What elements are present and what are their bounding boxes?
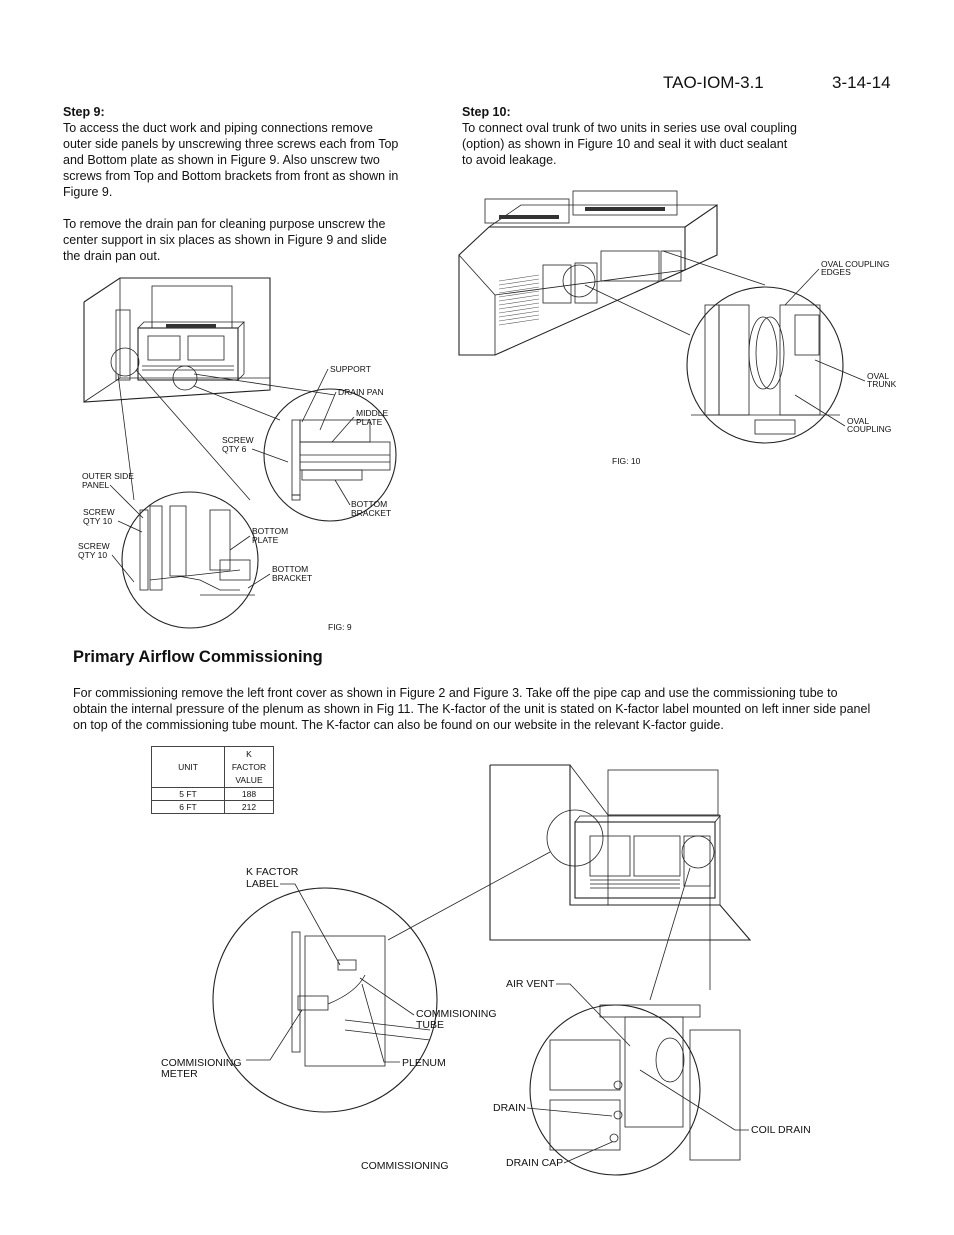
doc-id: TAO-IOM-3.1	[663, 73, 764, 92]
fig11-labels: K FACTOR LABEL COMMISIONING TUBE PLENUM …	[161, 866, 811, 1172]
fig9-label-middle: MIDDLE	[356, 408, 388, 418]
step9-para1: To access the duct work and piping conne…	[63, 121, 399, 199]
figure-10: OVAL COUPLING EDGES OVAL TRUNK OVAL COUP…	[455, 185, 905, 475]
fig9-detail-circle-right	[263, 388, 397, 522]
figure-9: SUPPORT DRAIN PAN MIDDLE PLATE SCREW QTY…	[70, 270, 410, 640]
fig11-label-drain-cap: DRAIN CAP	[506, 1157, 563, 1169]
step9-block: Step 9: To access the duct work and pipi…	[63, 104, 403, 264]
fig10-callout	[562, 264, 596, 298]
fig10-label-coupling: COUPLING	[847, 424, 891, 434]
fig9-caption: FIG: 9	[328, 622, 352, 632]
fig11-label-plenum: PLENUM	[402, 1057, 446, 1069]
kfactor-row-value: 212	[224, 800, 274, 814]
fig11-label-k-factor: K FACTOR	[246, 866, 299, 878]
fig10-labels: OVAL COUPLING EDGES OVAL TRUNK OVAL COUP…	[612, 259, 897, 466]
step9-para2: To remove the drain pan for cleaning pur…	[63, 217, 387, 263]
section-paragraph: For commissioning remove the left front …	[73, 686, 871, 732]
fig9-label-bracket-c: BRACKET	[272, 573, 312, 583]
fig11-detail-circle-right	[529, 1004, 741, 1176]
fig10-label-trunk: TRUNK	[867, 379, 897, 389]
kfactor-col-k2: VALUE	[235, 774, 263, 785]
fig9-label-plate-b: PLATE	[252, 535, 279, 545]
fig10-label-oval-coupling-edges-1: OVAL COUPLING	[821, 259, 890, 269]
fig9-label-support: SUPPORT	[330, 364, 371, 374]
fig9-label-qty10-b: QTY 10	[78, 550, 107, 560]
fig9-unit	[115, 309, 245, 381]
fig11-label-meter-1: COMMISIONING	[161, 1057, 242, 1069]
fig9-room-outline	[83, 277, 271, 403]
fig11-room	[489, 764, 752, 941]
table-row: 5 FT 188	[151, 787, 274, 801]
fig11-label-air-vent: AIR VENT	[506, 978, 555, 990]
fig9-callout-left	[110, 347, 140, 377]
fig11-label-meter-2: METER	[161, 1068, 198, 1080]
fig11-label-label: LABEL	[246, 878, 279, 890]
table-row: 6 FT 212	[151, 800, 274, 814]
fig11-label-tube-1: COMMISIONING	[416, 1008, 497, 1020]
fig9-detail-circle-left	[121, 491, 259, 629]
kfactor-col-value: K FACTOR VALUE	[224, 746, 274, 788]
fig9-label-screw-b: SCREW	[78, 541, 110, 551]
fig10-detail-circle	[686, 286, 844, 444]
fig9-label-panel: PANEL	[82, 480, 110, 490]
fig9-label-outer-side: OUTER SIDE	[82, 471, 134, 481]
fig9-label-bottom-c: BOTTOM	[272, 564, 308, 574]
fig9-label-drain-pan: DRAIN PAN	[338, 387, 384, 397]
kfactor-table-header: UNIT K FACTOR VALUE	[151, 746, 274, 788]
fig11-callout-left	[546, 809, 604, 867]
fig11-label-drain: DRAIN	[493, 1102, 526, 1114]
step10-block: Step 10: To connect oval trunk of two un…	[462, 104, 797, 168]
fig9-label-qty10-a: QTY 10	[83, 516, 112, 526]
kfactor-col-unit: UNIT	[151, 746, 225, 788]
fig9-label-bottom-b: BOTTOM	[252, 526, 288, 536]
kfactor-col-k1: K FACTOR	[231, 748, 267, 772]
kfactor-row-unit: 6 FT	[151, 800, 225, 814]
doc-date: 3-14-14	[832, 73, 891, 92]
step9-title: Step 9:	[63, 105, 105, 119]
fig9-label-screw: SCREW	[222, 435, 254, 445]
fig11-callout-right	[681, 835, 715, 869]
fig9-label-bottom-a: BOTTOM	[351, 499, 387, 509]
fig9-label-qty6: QTY 6	[222, 444, 247, 454]
fig11-detail-circle-left	[212, 887, 438, 1113]
kfactor-table: UNIT K FACTOR VALUE 5 FT 188 6 FT 212	[151, 746, 274, 814]
fig9-label-bracket-a: BRACKET	[351, 508, 391, 518]
figure-11: K FACTOR LABEL COMMISIONING TUBE PLENUM …	[150, 760, 840, 1180]
fig10-label-oval-2: OVAL	[847, 416, 869, 426]
fig10-caption: FIG: 10	[612, 456, 641, 466]
step10-title: Step 10:	[462, 105, 511, 119]
fig10-unit	[458, 190, 718, 356]
fig10-label-oval-coupling-edges-2: EDGES	[821, 267, 851, 277]
fig9-labels: SUPPORT DRAIN PAN MIDDLE PLATE SCREW QTY…	[78, 364, 391, 632]
fig9-callout-right	[172, 365, 198, 391]
step10-para1: To connect oval trunk of two units in se…	[462, 121, 797, 167]
fig11-label-coil-drain: COIL DRAIN	[751, 1124, 811, 1136]
section-title: Primary Airflow Commissioning	[73, 648, 323, 666]
fig9-label-plate: PLATE	[356, 417, 383, 427]
fig11-label-tube-2: TUBE	[416, 1019, 444, 1031]
fig10-label-oval-1: OVAL	[867, 371, 889, 381]
fig11-unit	[574, 815, 721, 899]
fig9-label-screw-a: SCREW	[83, 507, 115, 517]
fig11-caption: COMMISSIONING	[361, 1160, 449, 1172]
